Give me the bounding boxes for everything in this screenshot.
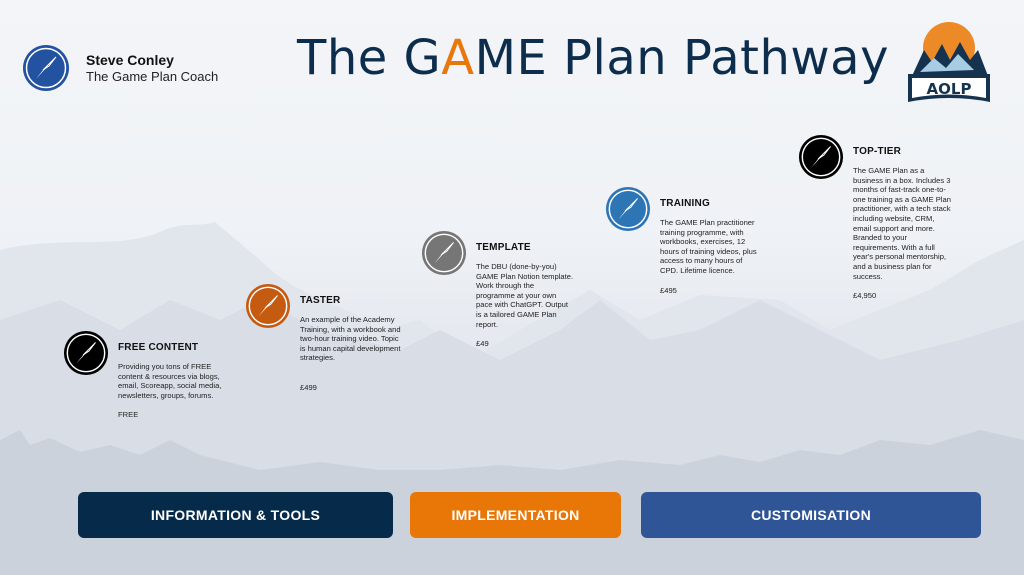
category-implementation[interactable]: IMPLEMENTATION xyxy=(410,492,621,538)
step-name: TASTER xyxy=(300,295,341,306)
compass-icon xyxy=(245,283,291,329)
step-price: FREE xyxy=(118,410,139,420)
step-name: TEMPLATE xyxy=(476,242,531,253)
step-free-content: FREE CONTENT Providing you tons of FREE … xyxy=(63,330,224,419)
author-block: Steve Conley The Game Plan Coach xyxy=(22,44,218,92)
title-part: ME Plan Pathway xyxy=(474,30,889,86)
author-subtitle: The Game Plan Coach xyxy=(86,68,219,84)
compass-icon xyxy=(421,230,467,276)
step-price: £49 xyxy=(476,339,489,349)
title-part: The G xyxy=(297,30,442,86)
step-name: FREE CONTENT xyxy=(118,342,199,353)
category-customisation[interactable]: CUSTOMISATION xyxy=(641,492,981,538)
page-title: The GAME Plan Pathway xyxy=(297,30,889,86)
step-taster: TASTER An example of the Academy Trainin… xyxy=(245,283,406,392)
step-price: £499 xyxy=(300,382,317,392)
step-price: £495 xyxy=(660,285,677,295)
compass-icon xyxy=(63,330,109,376)
step-price: £4,950 xyxy=(853,291,877,301)
compass-icon xyxy=(798,134,844,180)
category-information-tools[interactable]: INFORMATION & TOOLS xyxy=(78,492,393,538)
step-name: TOP-TIER xyxy=(853,146,902,157)
step-description: The GAME Plan as a business in a box. In… xyxy=(853,166,951,281)
compass-icon xyxy=(605,186,651,232)
step-training: TRAINING The GAME Plan practitioner trai… xyxy=(605,186,760,295)
svg-text:AOLP: AOLP xyxy=(927,80,972,98)
author-name: Steve Conley xyxy=(86,51,174,68)
step-top-tier: TOP-TIER The GAME Plan as a business in … xyxy=(798,134,951,300)
step-name: TRAINING xyxy=(660,198,710,209)
step-description: Providing you tons of FREE content & res… xyxy=(118,362,222,400)
compass-icon xyxy=(23,45,69,91)
step-description: An example of the Academy Training, with… xyxy=(300,315,401,363)
step-template: TEMPLATE The DBU (done-by-you) GAME Plan… xyxy=(421,230,574,348)
title-accent: A xyxy=(441,30,475,86)
step-description: The DBU (done-by-you) GAME Plan Notion t… xyxy=(476,262,574,329)
step-description: The GAME Plan practitioner training prog… xyxy=(660,218,757,275)
logo: AOLP xyxy=(908,22,990,102)
